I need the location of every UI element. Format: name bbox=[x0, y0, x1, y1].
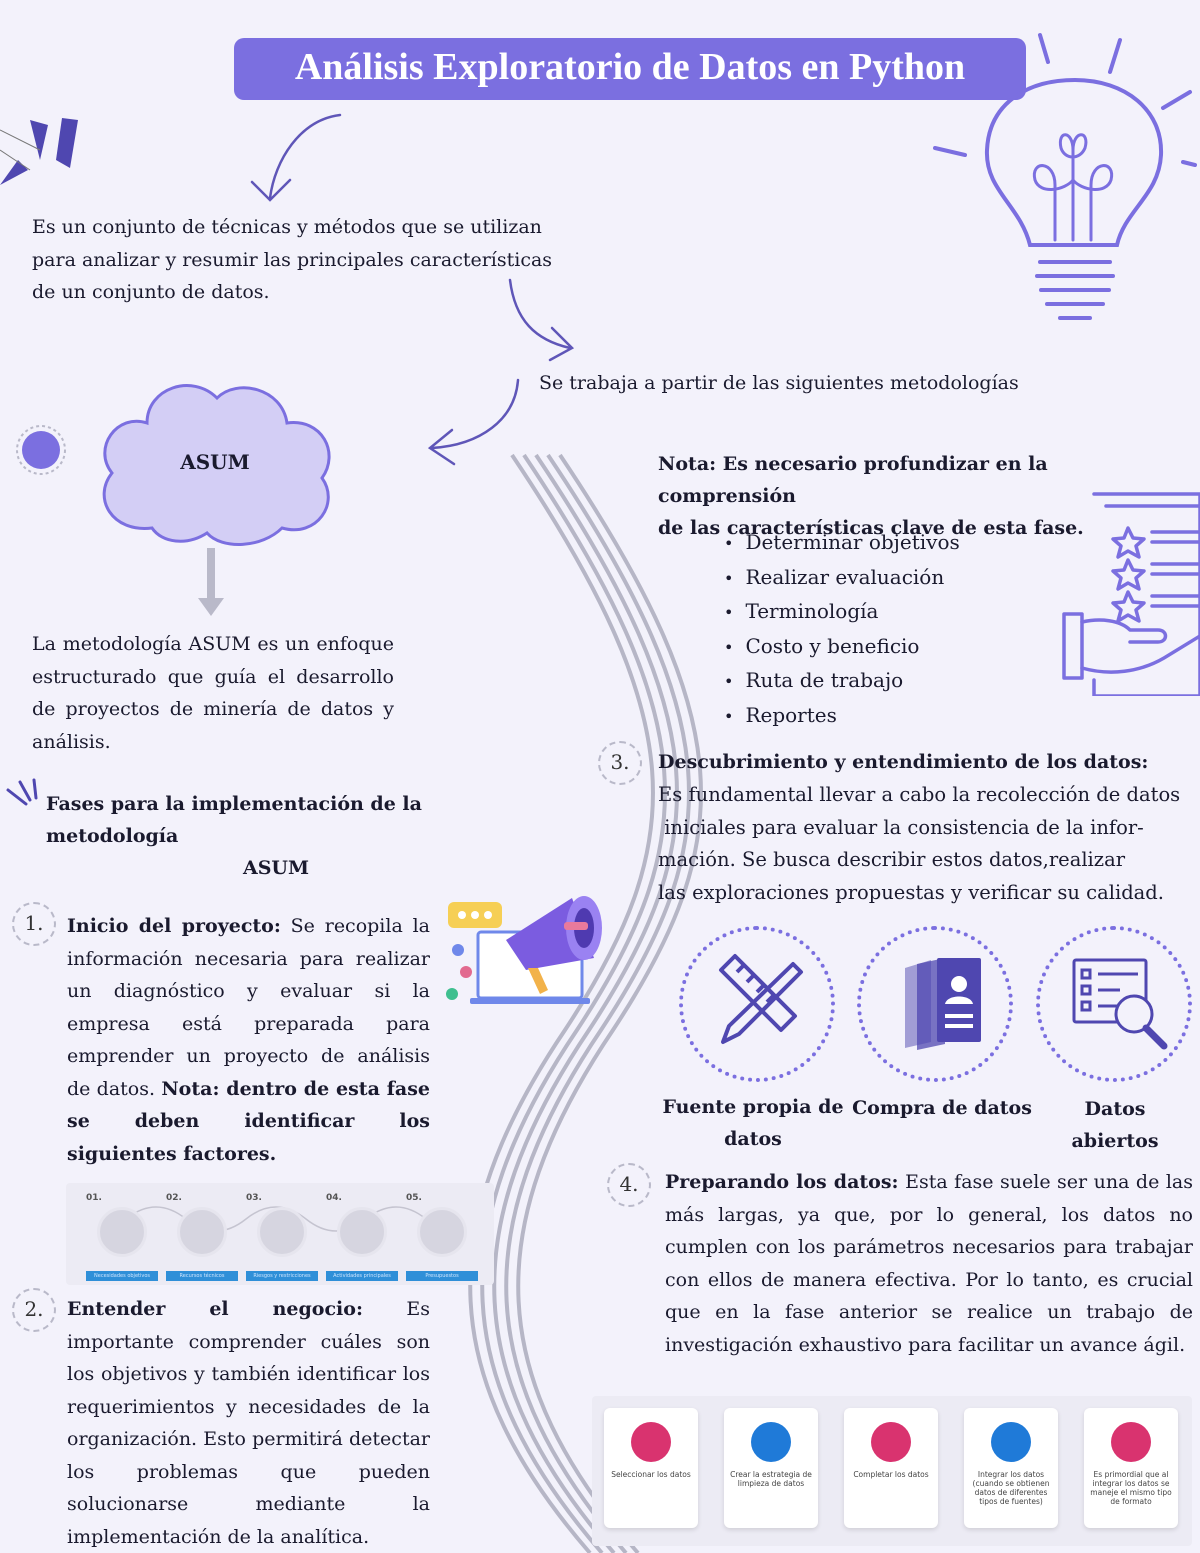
step-4: 04. Actividades principales bbox=[326, 1193, 398, 1281]
ruler-pencil-icon bbox=[719, 954, 803, 1044]
note-line1: Nota: Es necesario profundizar en la com… bbox=[658, 453, 1048, 507]
phase2-title: Entender el negocio: bbox=[67, 1298, 363, 1320]
card-complete-data: Completar los datos bbox=[844, 1408, 938, 1528]
step-5-number: 05. bbox=[406, 1193, 422, 1203]
step-5-label: Presupuestos bbox=[406, 1271, 478, 1281]
cleaning-strategy-icon bbox=[751, 1422, 791, 1462]
document-step-icon bbox=[337, 1207, 387, 1257]
step-2-number: 02. bbox=[166, 1193, 182, 1203]
own-data-label-line2: datos bbox=[724, 1128, 782, 1150]
phase3-line: Es fundamental llevar a cabo la recolecc… bbox=[658, 783, 1181, 806]
list-item: Realizar evaluación bbox=[724, 561, 1044, 596]
globe-step-icon bbox=[257, 1207, 307, 1257]
phase4-title: Preparando los datos: bbox=[665, 1171, 899, 1193]
methodologies-text: Se trabaja a partir de las siguientes me… bbox=[539, 372, 1019, 394]
step-4-number: 04. bbox=[326, 1193, 342, 1203]
card-text: Seleccionar los datos bbox=[611, 1470, 691, 1479]
card-text: Integrar los datos (cuando se obtienen d… bbox=[972, 1470, 1050, 1506]
phase3-line: las exploraciones propuestas y verificar… bbox=[658, 880, 1164, 904]
phase2-body: Es importante comprender cuáles son los … bbox=[67, 1298, 430, 1548]
documents-icon bbox=[905, 958, 981, 1050]
phase3-line: iniciales para evaluar la consistencia d… bbox=[658, 815, 1144, 839]
phase1-title: Inicio del proyecto: bbox=[67, 915, 281, 937]
list-item: Costo y beneficio bbox=[724, 630, 1044, 665]
asum-cloud bbox=[102, 384, 331, 546]
phases-heading-line1: Fases para la implementación de la metod… bbox=[46, 793, 422, 847]
checklist-hand-icon bbox=[1062, 492, 1200, 696]
purchased-data-source bbox=[857, 926, 1013, 1082]
step-2-label: Recursos técnicos bbox=[166, 1271, 238, 1281]
phase1-steps-graphic: 01. Necesidades objetivos 02. Recursos t… bbox=[66, 1183, 494, 1285]
phase4-text: Preparando los datos: Esta fase suele se… bbox=[665, 1166, 1193, 1361]
phase4-cards: Seleccionar los datos Crear la estrategi… bbox=[592, 1396, 1192, 1546]
step-1-label: Necesidades objetivos bbox=[86, 1271, 158, 1281]
phase3-number: 3. bbox=[598, 741, 642, 785]
own-data-source bbox=[679, 926, 835, 1082]
phases-heading-line2: ASUM bbox=[242, 857, 310, 879]
asum-description: La metodología ASUM es un enfoque estruc… bbox=[32, 633, 394, 753]
intro-text: Es un conjunto de técnicas y métodos que… bbox=[32, 216, 553, 303]
asum-label: ASUM bbox=[180, 450, 250, 474]
step-2: 02. Recursos técnicos bbox=[166, 1193, 238, 1281]
list-item: Terminología bbox=[724, 595, 1044, 630]
step-1-number: 01. bbox=[86, 1193, 102, 1203]
open-data-source bbox=[1036, 926, 1192, 1082]
step-1: 01. Necesidades objetivos bbox=[86, 1193, 158, 1281]
card-text: Crear la estrategia de limpieza de datos bbox=[730, 1470, 812, 1488]
step-3-label: Riesgos y restricciones bbox=[246, 1271, 318, 1281]
phase4-body: Esta fase suele ser una de las más larga… bbox=[665, 1171, 1193, 1356]
phase2-number: 2. bbox=[12, 1288, 56, 1332]
own-data-label-line1: Fuente propia de bbox=[662, 1096, 844, 1118]
card-same-format: Es primordial que al integrar los datos … bbox=[1084, 1408, 1178, 1528]
select-data-icon bbox=[631, 1422, 671, 1462]
phase1-number: 1. bbox=[12, 902, 56, 946]
integrate-data-icon bbox=[991, 1422, 1031, 1462]
phase4-number: 4. bbox=[607, 1163, 651, 1207]
phases-heading: Fases para la implementación de la metod… bbox=[46, 788, 516, 884]
phase2-text: Entender el negocio: Es importante compr… bbox=[67, 1293, 430, 1553]
lightbulb-icon bbox=[933, 33, 1197, 320]
phase3-title: Descubrimiento y entendimiento de los da… bbox=[658, 751, 1149, 773]
note-list: Determinar objetivos Realizar evaluación… bbox=[724, 526, 1044, 733]
presentation-step-icon bbox=[417, 1207, 467, 1257]
open-data-label: Datos abiertos bbox=[1071, 1098, 1159, 1152]
magnifier-list-icon bbox=[1072, 958, 1168, 1050]
phase1-note: Nota: dentro de esta fase se deben ident… bbox=[67, 1077, 431, 1165]
page-title: Análisis Exploratorio de Datos en Python bbox=[234, 38, 1026, 100]
step-3: 03. Riesgos y restricciones bbox=[246, 1193, 318, 1281]
megaphone-laptop-icon bbox=[446, 896, 602, 1004]
list-item: Determinar objetivos bbox=[724, 526, 1044, 561]
card-text: Es primordial que al integrar los datos … bbox=[1090, 1470, 1172, 1506]
phase1-text: Inicio del proyecto: Se recopila la info… bbox=[67, 910, 430, 1170]
step-3-number: 03. bbox=[246, 1193, 262, 1203]
card-cleaning-strategy: Crear la estrategia de limpieza de datos bbox=[724, 1408, 818, 1528]
people-step-icon bbox=[177, 1207, 227, 1257]
same-format-icon bbox=[1111, 1422, 1151, 1462]
phase3-text: Es fundamental llevar a cabo la recolecc… bbox=[658, 779, 1198, 909]
list-item: Reportes bbox=[724, 699, 1044, 734]
complete-data-icon bbox=[871, 1422, 911, 1462]
step-5: 05. Presupuestos bbox=[406, 1193, 478, 1281]
phase3-line: mación. Se busca describir estos datos,r… bbox=[658, 848, 1126, 871]
card-integrate-data: Integrar los datos (cuando se obtienen d… bbox=[964, 1408, 1058, 1528]
lightbulb-step-icon bbox=[97, 1207, 147, 1257]
own-data-label: Fuente propia de datos bbox=[660, 1091, 846, 1155]
purchased-data-label: Compra de datos bbox=[852, 1097, 1032, 1119]
card-select-data: Seleccionar los datos bbox=[604, 1408, 698, 1528]
phase1-body: Se recopila la información necesaria par… bbox=[67, 915, 430, 1100]
step-4-label: Actividades principales bbox=[326, 1271, 398, 1281]
card-text: Completar los datos bbox=[853, 1470, 929, 1479]
list-item: Ruta de trabajo bbox=[724, 664, 1044, 699]
